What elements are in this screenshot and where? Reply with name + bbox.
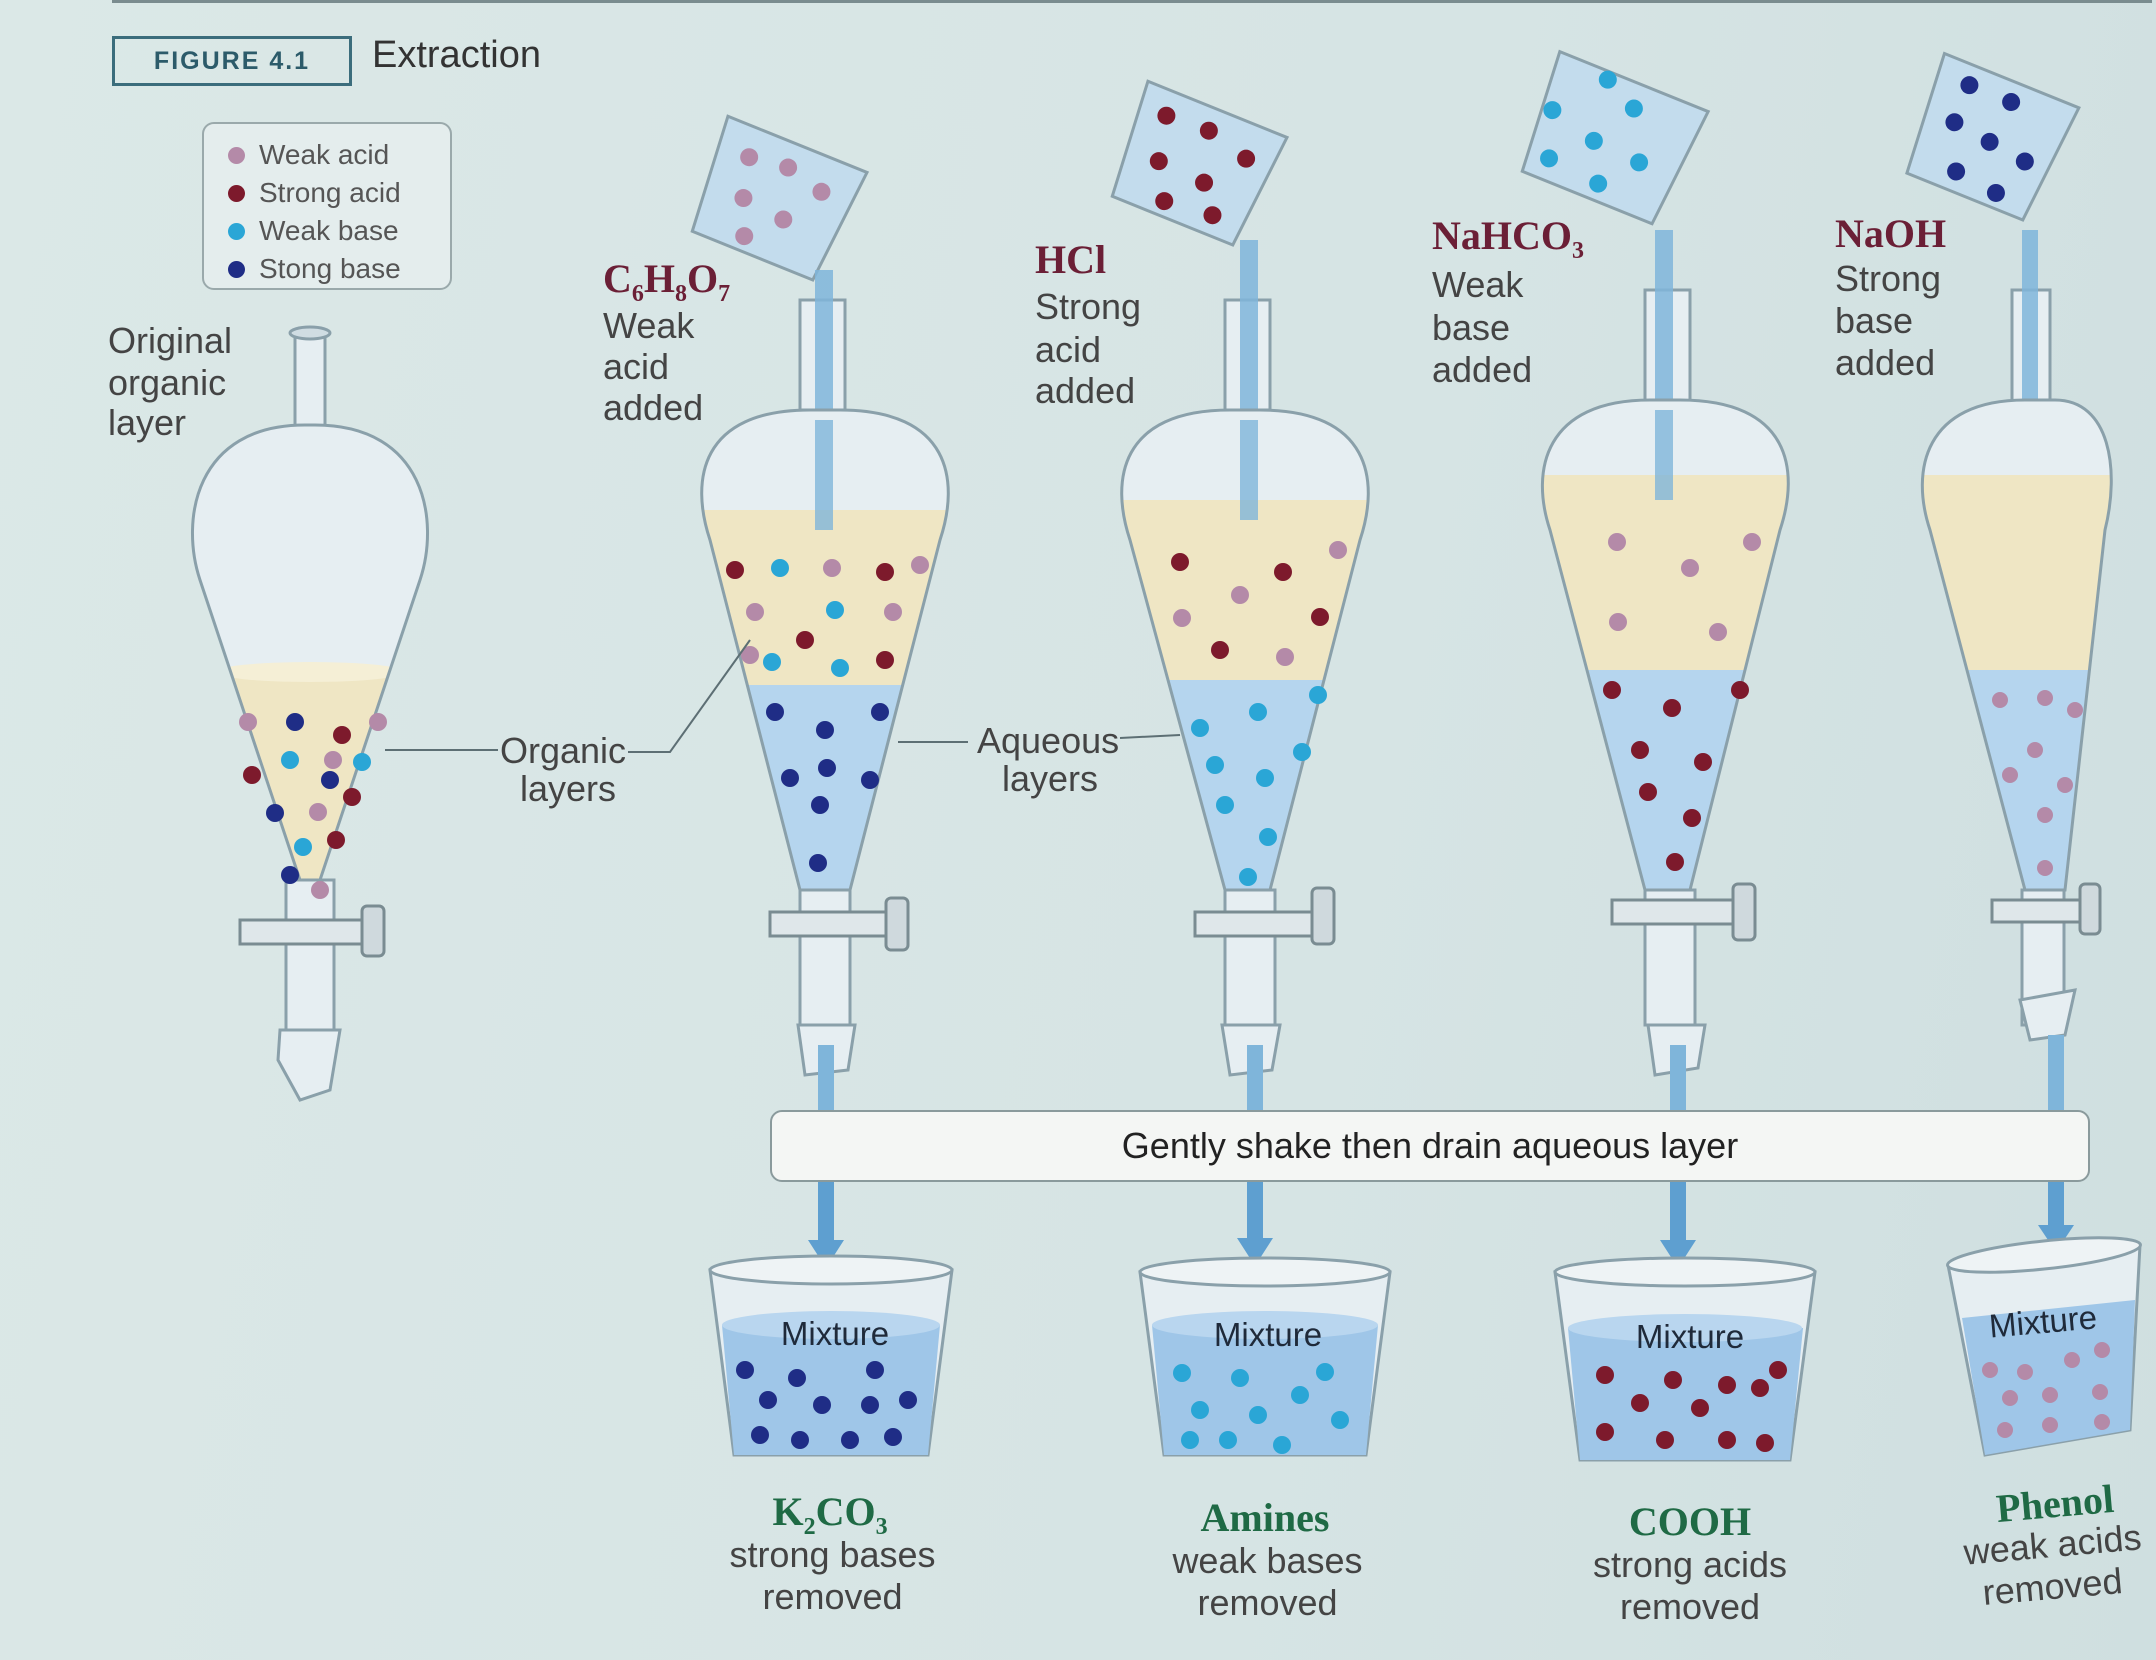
top-rule [112,0,2152,3]
pouring-beaker-2 [1110,79,1290,247]
legend-label: Weak base [259,215,399,246]
figure-title: Extraction [372,34,541,76]
step-1-formula: C6H8O7 [603,256,731,307]
legend-label: Stong base [259,253,401,284]
legend-label: Strong acid [259,177,401,208]
result-1-formula: K2CO3 [772,1489,888,1540]
organic-layers-label-line1: Organic [500,730,627,771]
collection-beaker-2 [1138,1256,1392,1457]
aqueous-particles-2 [1191,686,1327,886]
result-1-line2: removed [762,1576,903,1617]
aqueous-layers-label-line1: Aqueous [977,720,1120,761]
strong-base-dot-icon [228,260,245,278]
result-3-line2: removed [1619,1586,1761,1627]
collection-beaker-4 [1946,1236,2142,1457]
original-label-line2: organic [108,362,227,403]
legend-item-weak-base: Weak base [228,212,450,250]
beaker-2-mixture-label: Mixture [1213,1316,1323,1353]
step-2-desc-line3: added [1035,370,1136,411]
pouring-beaker-1 [690,114,870,282]
step-4-desc-line2: base [1835,300,1914,341]
collection-beaker-3 [1553,1256,1817,1462]
step-1-desc-line3: added [603,387,704,428]
legend-item-weak-acid: Weak acid [228,136,450,174]
funnel-step-4 [1905,51,2113,1042]
aqueous-particles-3 [1603,681,1749,871]
legend-item-strong-acid: Strong acid [228,174,450,212]
pouring-beaker-3 [1520,49,1711,226]
organic-particles-3 [1608,533,1761,641]
result-3-formula: COOH [1628,1499,1752,1544]
step-1-desc-line2: acid [603,346,670,387]
shake-instruction: Gently shake then drain aqueous layer [770,1110,2090,1182]
aqueous-particles-4 [1992,690,2083,876]
step-3-desc-line2: base [1432,307,1511,348]
original-label-line1: Original [108,320,233,361]
original-funnel [190,325,430,1102]
funnel-step-2 [1110,79,1370,1077]
strong-acid-dot-icon [228,184,245,202]
drain-streams [808,1035,2074,1268]
collection-beaker-1 [708,1254,954,1457]
organic-layers-label-line2: layers [520,768,617,809]
step-1-desc-line1: Weak [603,305,695,346]
legend: Weak acid Strong acid Weak base Stong ba… [202,122,452,290]
step-2-desc-line1: Strong [1035,286,1142,327]
step-3-formula: NaHCO3 [1432,213,1584,264]
step-3-desc-line1: Weak [1432,264,1524,305]
step-2-desc-line2: acid [1035,329,1102,370]
weak-base-dot-icon [228,222,245,240]
legend-item-strong-base: Stong base [228,250,450,288]
result-2-line2: removed [1197,1582,1338,1623]
legend-label: Weak acid [259,139,390,170]
beaker-1-mixture-label: Mixture [780,1315,890,1352]
step-4-formula: NaOH [1835,211,1947,256]
step-4-desc-line3: added [1835,342,1936,383]
original-label-line3: layer [108,402,187,443]
organic-particles-2 [1171,541,1347,666]
beaker-3-mixture-label: Mixture [1635,1318,1745,1355]
organic-particles-1 [726,556,929,677]
result-2-line1: weak bases [1172,1540,1363,1581]
step-3-desc-line3: added [1432,349,1533,390]
step-2-formula: HCl [1035,237,1107,282]
funnel-step-3 [1520,49,1790,1077]
callout-lines [385,639,1181,753]
result-1-line1: strong bases [729,1534,936,1575]
original-particles [239,713,387,899]
pouring-beaker-4 [1905,51,2081,222]
aqueous-layers-label-line2: layers [1002,758,1099,799]
step-4-desc-line1: Strong [1835,258,1942,299]
weak-acid-dot-icon [228,146,245,164]
aqueous-particles-1 [766,703,889,872]
result-3-line1: strong acids [1592,1544,1788,1585]
figure-number: FIGURE 4.1 [112,36,352,86]
result-2-formula: Amines [1200,1495,1330,1540]
